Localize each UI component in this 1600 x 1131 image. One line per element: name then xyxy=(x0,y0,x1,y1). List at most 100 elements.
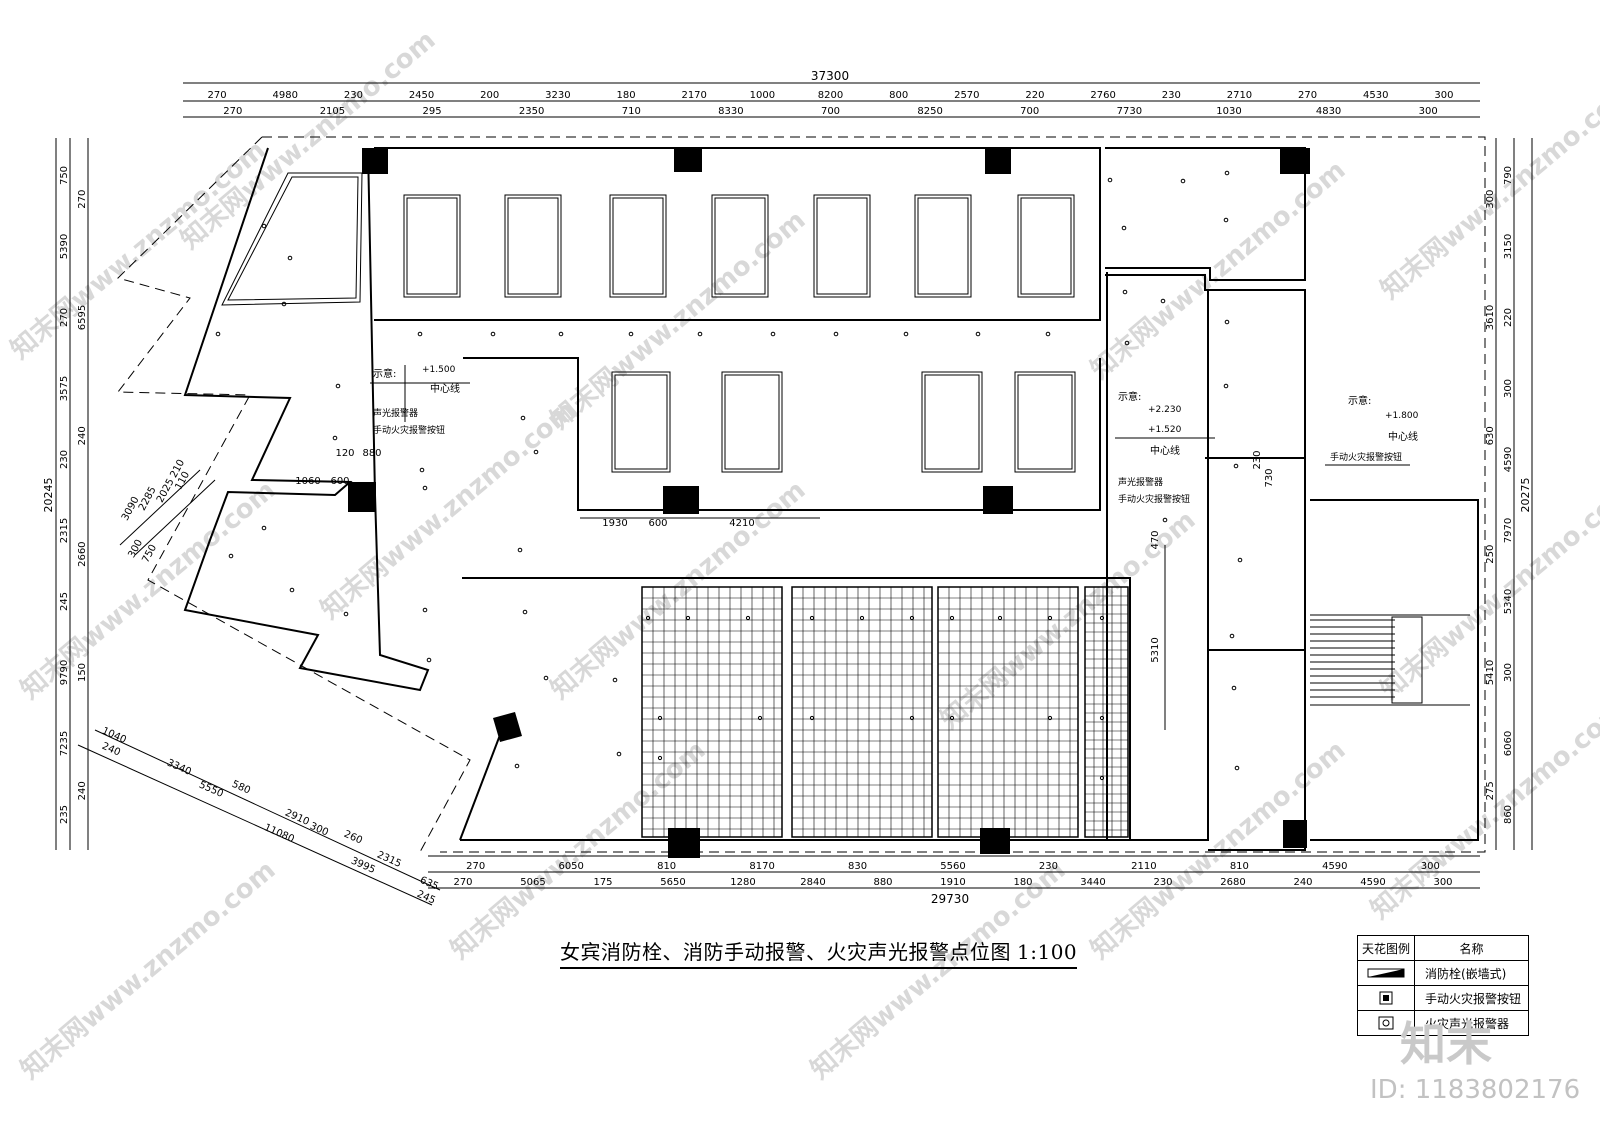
dimension-label: 1910 xyxy=(940,877,965,888)
dimension-label: 300 xyxy=(1419,106,1438,117)
dimension-label: 5310 xyxy=(1150,637,1161,662)
dimension-label: 730 xyxy=(1264,468,1275,487)
dimension-label: 300 xyxy=(1421,861,1440,872)
elevation-label: +1.520 xyxy=(1148,425,1182,435)
dimension-label: 2680 xyxy=(1220,877,1245,888)
dimension-label: 300 xyxy=(1503,663,1514,682)
dimension-label: 4830 xyxy=(1316,106,1341,117)
dimension-label: 7235 xyxy=(59,731,70,756)
dimension-label: 600 xyxy=(330,476,349,487)
watermark-brand: 知末 xyxy=(1400,1017,1492,1071)
dimension-label: 8250 xyxy=(917,106,942,117)
dimension-label: 2105 xyxy=(320,106,345,117)
dimension-label: 230 xyxy=(1252,450,1263,469)
dimension-label: 295 xyxy=(422,106,441,117)
dimension-label: 8200 xyxy=(818,90,843,101)
sound-light-alarm-icon xyxy=(1378,1016,1394,1030)
dimension-lines xyxy=(55,82,1533,906)
grid-ceiling xyxy=(641,586,1129,838)
dimension-label: 2450 xyxy=(409,90,434,101)
dimension-label: 300 xyxy=(1434,90,1453,101)
dimension-label: 2315 xyxy=(59,518,70,543)
dimension-label: 2570 xyxy=(954,90,979,101)
annotation-label: 示意: xyxy=(373,367,396,380)
watermark-text: 知末网www.znzmo.com xyxy=(15,475,281,705)
elevation-label: +1.500 xyxy=(422,365,456,375)
dimension-label: 3440 xyxy=(1080,877,1105,888)
elevation-label: +1.800 xyxy=(1385,411,1419,421)
dimension-label: 600 xyxy=(648,518,667,529)
watermark-text: 知末网www.znzmo.com xyxy=(15,855,281,1085)
dimension-label: 1280 xyxy=(730,877,755,888)
annotation-left: 示意: +1.500 中心线 声光报警器 手动火灾报警按钮 xyxy=(370,365,470,436)
dimension-label: 6595 xyxy=(77,305,88,330)
dimension-label: 5410 xyxy=(1485,660,1496,685)
walls xyxy=(183,147,1479,851)
dimension-label: 180 xyxy=(616,90,635,101)
dimension-label: 270 xyxy=(466,861,485,872)
dimension-label: 11080 xyxy=(262,822,296,845)
dimension-label: 830 xyxy=(848,861,867,872)
dimension-label: 2110 xyxy=(1131,861,1156,872)
legend-name: 火灾声光报警器 xyxy=(1425,1016,1510,1031)
dimension-label: 1000 xyxy=(750,90,775,101)
watermark-text: 知末网www.znzmo.com xyxy=(805,855,1071,1085)
dimension-label: 2350 xyxy=(519,106,544,117)
dimension-label: 5560 xyxy=(940,861,965,872)
title-text: 女宾消防栓、消防手动报警、火灾声光报警点位图 xyxy=(560,940,1011,964)
legend-header-name: 名称 xyxy=(1459,941,1484,956)
dimension-label: 6050 xyxy=(558,861,583,872)
dimension-label: 20275 xyxy=(1519,478,1532,513)
dimension-label: 270 xyxy=(223,106,242,117)
dimension-label: 700 xyxy=(821,106,840,117)
legend-name: 手动火灾报警按钮 xyxy=(1425,991,1522,1006)
dimension-label: 4590 xyxy=(1503,447,1514,472)
title-scale: 1:100 xyxy=(1017,940,1078,964)
dimension-label: 750 xyxy=(59,166,70,185)
annotation-label: 示意: xyxy=(1348,394,1371,407)
dimension-label: 2170 xyxy=(681,90,706,101)
dimension-total: 29730 xyxy=(931,892,969,906)
dimension-label: 250 xyxy=(1485,545,1496,564)
dimension-label: 240 xyxy=(77,781,88,800)
dimension-label: 2910 xyxy=(283,808,311,828)
annotation-right: 示意: +1.800 中心线 手动火灾报警按钮 xyxy=(1325,394,1419,466)
dimension-label: 2840 xyxy=(800,877,825,888)
legend-row: 火灾声光报警器 xyxy=(1358,1010,1528,1035)
annotation-middle: 示意: +2.230 +1.520 中心线 声光报警器 手动火灾报警按钮 xyxy=(1115,390,1215,505)
manual-alarm-icon xyxy=(1379,991,1393,1005)
legend-header-icon: 天花图例 xyxy=(1358,936,1415,960)
dimension-label: 270 xyxy=(453,877,472,888)
centerline-label: 中心线 xyxy=(1388,430,1418,443)
dimension-label: 3150 xyxy=(1503,234,1514,259)
dimension-label: 235 xyxy=(59,805,70,824)
dimension-label: 1060 xyxy=(295,476,320,487)
dimension-label: 4530 xyxy=(1363,90,1388,101)
dimension-label: 880 xyxy=(362,448,381,459)
legend-row: 消防栓(嵌墙式) xyxy=(1358,960,1528,985)
dimension-label: 880 xyxy=(873,877,892,888)
dimension-label: 220 xyxy=(1503,308,1514,327)
dimension-label: 260 xyxy=(342,829,364,847)
centerline-label: 中心线 xyxy=(430,382,460,395)
dimension-label: 2760 xyxy=(1090,90,1115,101)
dimension-label: 230 xyxy=(1039,861,1058,872)
dimension-label: 270 xyxy=(59,308,70,327)
dimension-label: 230 xyxy=(59,450,70,469)
watermark-text: 知末网www.znzmo.com xyxy=(1085,155,1351,385)
annotation-label: 示意: xyxy=(1118,390,1141,403)
dimension-label: 700 xyxy=(1020,106,1039,117)
dimension-label: 9790 xyxy=(59,660,70,685)
dimension-label: 710 xyxy=(622,106,641,117)
outer-boundary xyxy=(117,136,1486,853)
dimension-label: 4590 xyxy=(1360,877,1385,888)
dimension-label: 810 xyxy=(657,861,676,872)
dimension-label: 800 xyxy=(889,90,908,101)
dimension-label: 175 xyxy=(593,877,612,888)
dimension-label: 240 xyxy=(77,426,88,445)
dimension-label: 5390 xyxy=(59,234,70,259)
hydrant-icon xyxy=(1367,968,1405,978)
dimension-label: 120 xyxy=(335,448,354,459)
ceiling-fixtures xyxy=(215,170,1243,781)
dimension-label: 150 xyxy=(77,663,88,682)
